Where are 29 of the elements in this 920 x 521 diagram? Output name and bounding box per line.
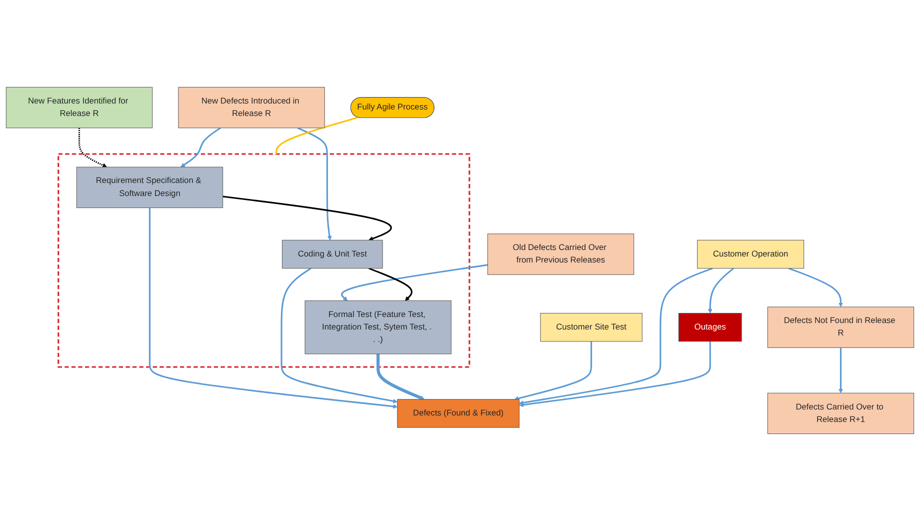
arrow — [78, 128, 107, 168]
arrow — [341, 264, 488, 301]
node-box: Outages — [678, 312, 742, 342]
arrow — [368, 268, 412, 301]
connector — [276, 117, 358, 154]
arrow — [180, 127, 221, 168]
arrow — [280, 268, 398, 404]
node-box: Defects Not Found in Release R — [767, 306, 914, 348]
arrow — [376, 354, 425, 400]
node-box: Formal Test (Feature Test, Integration Test, Sytem Test, . . .) — [304, 300, 452, 354]
node-box: Old Defects Carried Over from Previous Releases — [487, 234, 634, 275]
arrow — [788, 268, 844, 308]
node-box: Requirement Specification & Software Design — [76, 166, 224, 208]
node-box: Customer Operation — [697, 240, 804, 269]
node-box: Coding & Unit Test — [282, 240, 383, 269]
node-box: New Defects Introduced in Release R — [178, 86, 325, 128]
arrow — [297, 127, 332, 240]
node-box: Defects Carried Over to Release R+1 — [767, 392, 914, 434]
arrow — [519, 268, 713, 405]
node-box: New Features Identified for Release R — [6, 86, 153, 128]
arrow — [519, 341, 711, 408]
cluster — [58, 153, 470, 368]
node-box: Customer Site Test — [540, 312, 642, 342]
arrow — [514, 341, 592, 401]
node-box: Defects (Found & Fixed) — [397, 399, 520, 428]
arrow — [838, 348, 844, 394]
arrow — [708, 268, 734, 314]
arrow — [148, 208, 398, 409]
arrow — [222, 196, 392, 241]
